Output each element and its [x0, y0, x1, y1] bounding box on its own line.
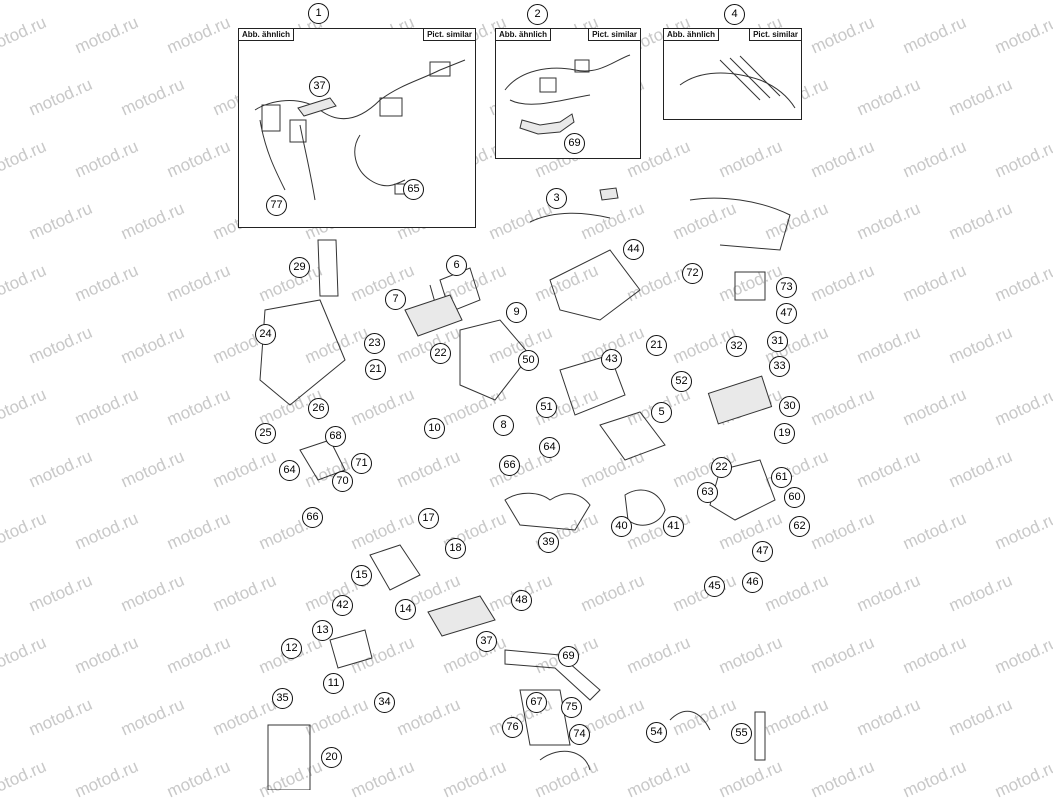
- callout-30: 30: [779, 396, 800, 417]
- callout-47b: 47: [752, 541, 773, 562]
- panel-2-harness-drawing: [504, 54, 631, 135]
- main-harness-drawing: [254, 59, 466, 201]
- callout-8: 8: [493, 415, 514, 436]
- callout-22b: 22: [711, 457, 732, 478]
- callout-5: 5: [651, 402, 672, 423]
- callout-6: 6: [446, 255, 467, 276]
- callout-40: 40: [611, 516, 632, 537]
- callout-32: 32: [726, 336, 747, 357]
- callout-55: 55: [731, 723, 752, 744]
- callout-21a: 21: [365, 359, 386, 380]
- callout-64a: 64: [539, 437, 560, 458]
- callout-66a: 66: [499, 455, 520, 476]
- callout-15: 15: [351, 565, 372, 586]
- callout-63: 63: [697, 482, 718, 503]
- callout-19: 19: [774, 423, 795, 444]
- callout-12: 12: [281, 638, 302, 659]
- panel-1-tag-en: Pict. similar: [423, 29, 475, 41]
- callout-71: 71: [351, 453, 372, 474]
- callout-69a: 69: [564, 133, 585, 154]
- panel-4-wiring-harness: Abb. ähnlich Pict. similar: [663, 28, 802, 120]
- panel-2-tag-de: Abb. ähnlich: [496, 29, 551, 41]
- panel-4-harness-drawing: [679, 55, 796, 109]
- callout-18: 18: [445, 538, 466, 559]
- callout-2: 2: [527, 4, 548, 25]
- panel-2-wiring-harness: Abb. ähnlich Pict. similar: [495, 28, 641, 159]
- callout-22a: 22: [430, 343, 451, 364]
- callout-52: 52: [671, 371, 692, 392]
- callout-50: 50: [518, 350, 539, 371]
- callout-24: 24: [255, 324, 276, 345]
- panel-4-tag-en: Pict. similar: [749, 29, 801, 41]
- callout-44: 44: [623, 239, 644, 260]
- callout-51: 51: [536, 397, 557, 418]
- callout-33: 33: [769, 356, 790, 377]
- callout-47a: 47: [776, 303, 797, 324]
- callout-1: 1: [308, 3, 329, 24]
- callout-39: 39: [538, 532, 559, 553]
- callout-46: 46: [742, 572, 763, 593]
- callout-37b: 37: [476, 631, 497, 652]
- callout-67: 67: [526, 692, 547, 713]
- callout-69b: 69: [558, 646, 579, 667]
- callout-75: 75: [561, 697, 582, 718]
- callout-21b: 21: [646, 335, 667, 356]
- callout-26: 26: [308, 398, 329, 419]
- panel-4-tag-de: Abb. ähnlich: [664, 29, 719, 41]
- callout-64b: 64: [279, 460, 300, 481]
- callout-42: 42: [332, 595, 353, 616]
- callout-74: 74: [569, 724, 590, 745]
- callout-61: 61: [771, 467, 792, 488]
- callout-4: 4: [724, 4, 745, 25]
- panel-1-wiring-harness: Abb. ähnlich Pict. similar: [238, 28, 476, 228]
- callout-62: 62: [789, 516, 810, 537]
- panel-4-header: Abb. ähnlich Pict. similar: [664, 29, 801, 41]
- callout-7: 7: [385, 289, 406, 310]
- callout-29: 29: [289, 257, 310, 278]
- panel-1-header: Abb. ähnlich Pict. similar: [239, 29, 475, 41]
- callout-45: 45: [704, 576, 725, 597]
- callout-73: 73: [776, 277, 797, 298]
- callout-20: 20: [321, 747, 342, 768]
- callout-31: 31: [767, 331, 788, 352]
- callout-14: 14: [395, 599, 416, 620]
- callout-77: 77: [266, 195, 287, 216]
- callout-10: 10: [424, 418, 445, 439]
- callout-17: 17: [418, 508, 439, 529]
- callout-60: 60: [784, 487, 805, 508]
- callout-23: 23: [364, 333, 385, 354]
- callout-76: 76: [502, 717, 523, 738]
- callout-68: 68: [325, 426, 346, 447]
- callout-72: 72: [682, 263, 703, 284]
- panel-1-tag-de: Abb. ähnlich: [239, 29, 294, 41]
- callout-13: 13: [312, 620, 333, 641]
- callout-11: 11: [323, 673, 344, 694]
- callout-35: 35: [272, 688, 293, 709]
- callout-48: 48: [511, 590, 532, 611]
- callout-34: 34: [374, 692, 395, 713]
- callout-65: 65: [403, 179, 424, 200]
- callout-9: 9: [506, 302, 527, 323]
- callout-41: 41: [663, 516, 684, 537]
- callout-66b: 66: [302, 507, 323, 528]
- callout-3: 3: [546, 188, 567, 209]
- callout-43: 43: [601, 349, 622, 370]
- callout-70: 70: [332, 471, 353, 492]
- callout-37a: 37: [309, 76, 330, 97]
- panel-2-tag-en: Pict. similar: [588, 29, 640, 41]
- callout-25: 25: [255, 423, 276, 444]
- callout-54: 54: [646, 722, 667, 743]
- panel-2-header: Abb. ähnlich Pict. similar: [496, 29, 640, 41]
